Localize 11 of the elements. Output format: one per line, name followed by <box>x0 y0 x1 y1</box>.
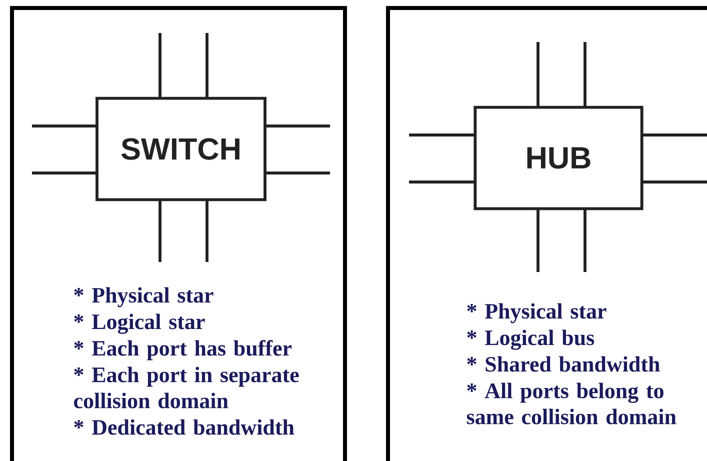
bullet-item: * Logical star <box>74 314 205 334</box>
bullet-item: * Dedicated bandwidth <box>74 419 294 435</box>
device-box: SWITCH <box>96 96 266 202</box>
bullet-item: * Physical star <box>74 287 214 308</box>
bullet-item: * Each port has buffer <box>74 340 292 360</box>
bullet-item: * Each port in separate collision domain <box>74 366 299 408</box>
bullet-item: * All ports belong to same collision domain <box>466 382 676 424</box>
bullet-item: * Physical star <box>467 303 606 324</box>
device-box: HUB <box>474 106 644 210</box>
bullet-item: * Logical bus <box>467 330 594 350</box>
bullet-item: * Shared bandwidth <box>467 356 660 372</box>
